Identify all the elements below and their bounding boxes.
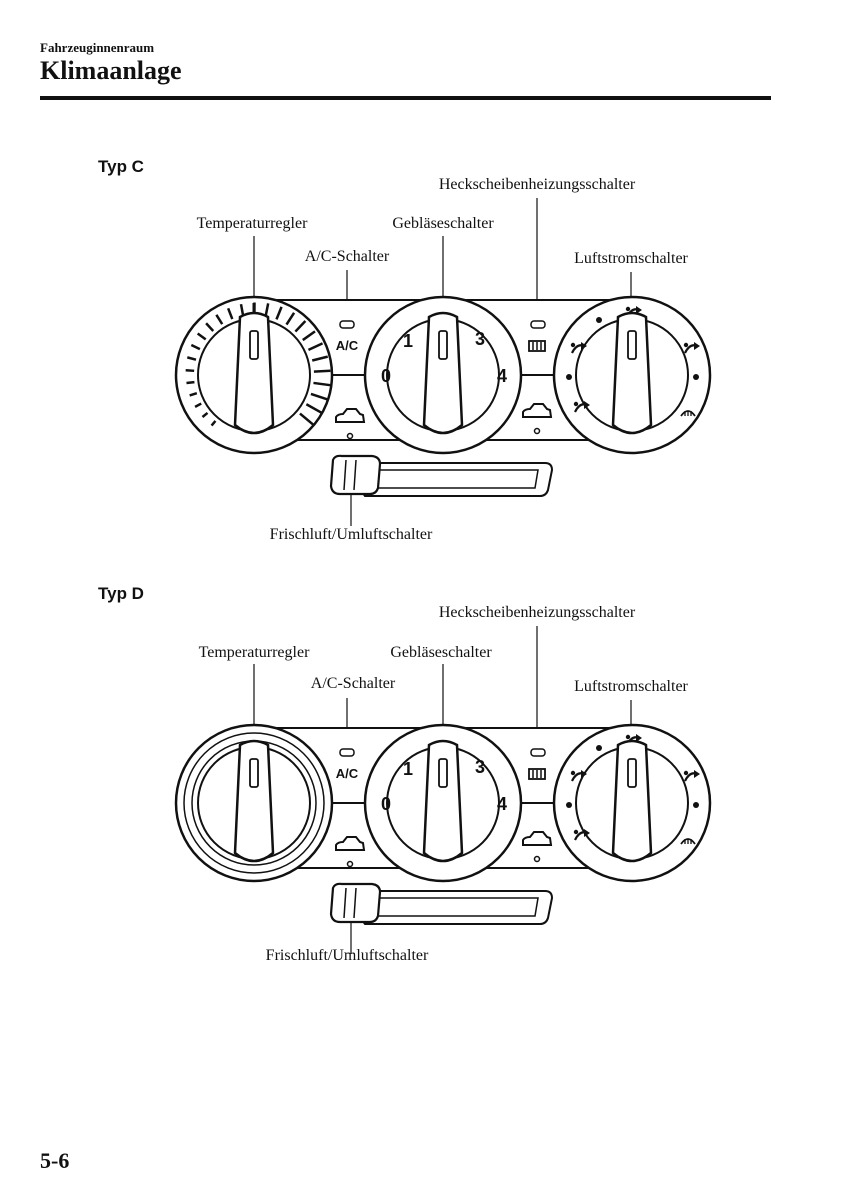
- recirculation-car-icon: [335, 408, 366, 440]
- temperature-tick: [215, 314, 224, 325]
- temperature-tick: [194, 402, 202, 408]
- callout-airflow: Luftstromschalter: [574, 250, 688, 267]
- temperature-tick: [210, 420, 217, 427]
- temperature-tick: [313, 381, 331, 387]
- panel-illustration: A/C01234: [174, 198, 712, 526]
- callout-ac: A/C-Schalter: [304, 248, 390, 265]
- callout-airflow: Luftstromschalter: [574, 678, 688, 695]
- type-c-label: Typ C: [98, 157, 144, 176]
- callout-rear-defroster: Heckscheibenheizungsschalter: [438, 176, 636, 193]
- ac-label: A/C: [336, 338, 359, 353]
- temperature-tick: [305, 403, 323, 415]
- airflow-position-dot: [693, 374, 699, 380]
- panel-illustration: A/C01234: [174, 626, 712, 954]
- callout-fan: Gebläseschalter: [390, 644, 492, 661]
- airflow-knob: [611, 739, 653, 863]
- callout-temperature: Temperaturregler: [198, 644, 310, 661]
- temperature-tick: [239, 303, 245, 317]
- fan-speed-label: 4: [497, 366, 507, 386]
- temperature-tick: [294, 320, 307, 333]
- windshield-defrost-icon: [680, 410, 696, 417]
- temperature-tick: [311, 355, 329, 362]
- temperature-knob: [233, 311, 275, 435]
- fan-speed-label: 3: [475, 329, 485, 349]
- temperature-tick: [201, 411, 209, 418]
- airflow-position-dot: [566, 374, 572, 380]
- fan-speed-label: 1: [403, 331, 413, 351]
- recirculation-lever: [329, 882, 554, 925]
- fan-speed-label: 0: [381, 366, 391, 386]
- temperature-tick: [185, 368, 195, 373]
- callout-rear-defroster: Heckscheibenheizungsschalter: [438, 604, 636, 621]
- airflow-position-dot: [566, 802, 572, 808]
- temperature-scale-arc: [183, 732, 325, 874]
- fresh-air-car-icon: [522, 403, 553, 435]
- windshield-defrost-icon: [680, 838, 696, 845]
- airflow-position-dot: [596, 317, 602, 323]
- temperature-tick: [186, 356, 197, 361]
- airflow-position-dot: [693, 802, 699, 808]
- fan-speed-label: 1: [403, 759, 413, 779]
- fan-knob: [422, 739, 464, 863]
- floor-defrost-icon: [683, 770, 700, 782]
- page-title: Klimaanlage: [40, 56, 182, 85]
- ac-indicator-led: [339, 320, 355, 329]
- temperature-tick: [285, 312, 296, 326]
- fan-knob: [422, 311, 464, 435]
- rear-defroster-icon: [528, 768, 546, 780]
- fan-speed-label: 4: [497, 794, 507, 814]
- ac-label: A/C: [336, 766, 359, 781]
- bilevel-vent-icon: [570, 770, 587, 782]
- diagram-typ-c: Heckscheibenheizungsschalter Temperaturr…: [0, 170, 845, 570]
- callout-fan: Gebläseschalter: [392, 215, 494, 232]
- temperature-tick: [226, 307, 234, 320]
- fresh-air-car-icon: [522, 831, 553, 863]
- callout-temperature: Temperaturregler: [196, 215, 308, 232]
- diagram-typ-d: Heckscheibenheizungsschalter Temperaturr…: [0, 598, 845, 998]
- temperature-tick: [264, 303, 270, 317]
- temperature-tick: [313, 369, 331, 373]
- floor-vent-icon: [573, 829, 590, 841]
- temperature-tick: [307, 342, 324, 351]
- rear-defroster-led: [530, 748, 546, 757]
- temperature-tick: [205, 322, 215, 332]
- floor-defrost-icon: [683, 342, 700, 354]
- rear-defroster-led: [530, 320, 546, 329]
- type-d-label: Typ D: [98, 584, 144, 603]
- title-rule: [40, 96, 771, 100]
- temperature-tick: [186, 380, 195, 385]
- temperature-tick: [196, 332, 207, 341]
- temperature-tick: [275, 306, 283, 320]
- ac-indicator-led: [339, 748, 355, 757]
- page-number: 5-6: [40, 1148, 70, 1173]
- recirculation-car-icon: [335, 836, 366, 868]
- bilevel-vent-icon: [570, 342, 587, 354]
- temperature-tick: [310, 392, 328, 401]
- callout-recirculation: Frischluft/Umluftschalter: [265, 947, 429, 964]
- section-label: Fahrzeuginnenraum: [40, 40, 155, 55]
- temperature-tick: [189, 391, 198, 397]
- callout-recirculation: Frischluft/Umluftschalter: [269, 526, 433, 543]
- callout-ac: A/C-Schalter: [310, 675, 396, 692]
- recirculation-lever: [329, 454, 554, 497]
- floor-vent-icon: [573, 401, 590, 413]
- temperature-tick: [299, 412, 315, 427]
- temperature-tick: [190, 343, 201, 351]
- airflow-knob: [611, 311, 653, 435]
- fan-speed-label: 0: [381, 794, 391, 814]
- temperature-knob: [233, 739, 275, 863]
- temperature-tick: [302, 330, 316, 342]
- fan-speed-label: 3: [475, 757, 485, 777]
- airflow-position-dot: [596, 745, 602, 751]
- rear-defroster-icon: [528, 340, 546, 352]
